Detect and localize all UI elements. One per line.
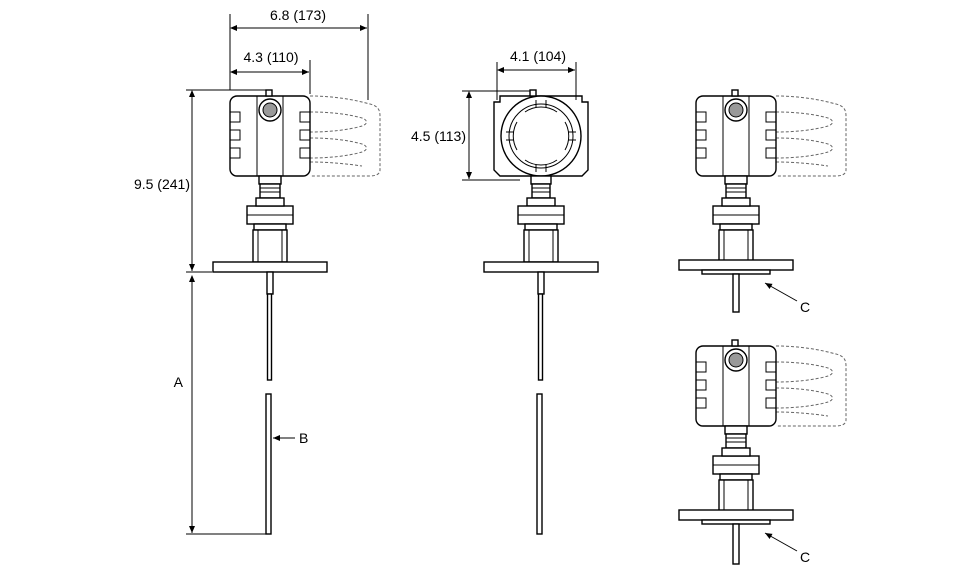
- dimension-side-height: 4.5 (113): [411, 90, 530, 181]
- variant-top-probe: [732, 273, 740, 313]
- side-view: [483, 89, 599, 535]
- dimension-a: A: [174, 275, 266, 535]
- callout-c-top-label: C: [800, 299, 810, 315]
- side-flange: [483, 261, 599, 273]
- side-width-label: 4.1 (104): [510, 48, 566, 64]
- height-label: 9.5 (241): [134, 176, 190, 192]
- probe-upper: [266, 271, 274, 295]
- overall-width-label: 6.8 (173): [270, 7, 326, 23]
- dimension-side-width: 4.1 (104): [496, 48, 577, 100]
- probe-lower: [265, 393, 272, 535]
- front-view: [212, 89, 381, 535]
- dimension-head-width: 4.3 (110): [230, 49, 311, 94]
- side-height-label: 4.5 (113): [411, 128, 466, 144]
- callout-b: B: [273, 430, 308, 446]
- variant-bottom-probe: [732, 523, 740, 565]
- callout-b-label: B: [299, 430, 308, 446]
- dimension-height: 9.5 (241): [134, 89, 270, 273]
- variant-bottom-flange: [678, 509, 794, 521]
- head-width-label: 4.3 (110): [244, 49, 299, 65]
- callout-c-bottom-label: C: [800, 549, 810, 565]
- dimension-overall-width: 6.8 (173): [229, 7, 369, 100]
- flange: [212, 261, 328, 273]
- side-probe-lower: [536, 393, 543, 535]
- variant-bottom: C: [678, 339, 847, 565]
- side-probe-upper: [537, 293, 544, 381]
- variant-top: C: [678, 89, 847, 315]
- callout-a-label: A: [174, 374, 184, 390]
- variant-top-flange: [678, 259, 794, 271]
